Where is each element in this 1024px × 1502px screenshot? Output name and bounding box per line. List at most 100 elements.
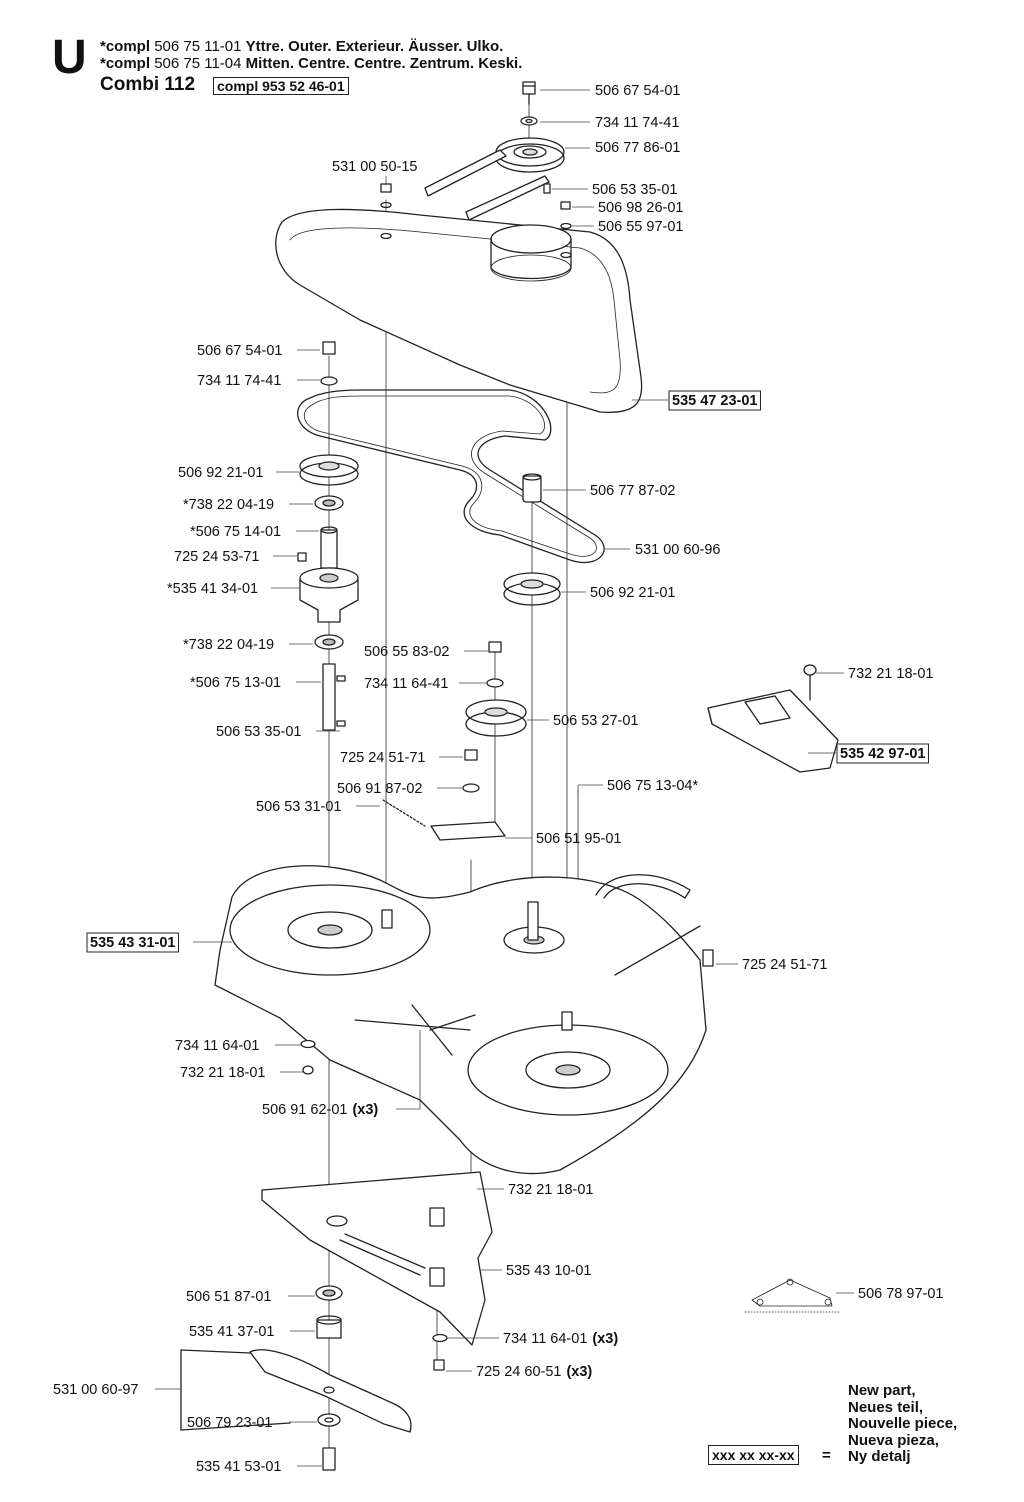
part-label-l40: 506 51 87-01 xyxy=(186,1289,271,1305)
part-label-l24: 506 53 27-01 xyxy=(553,713,638,729)
part-number-labels: 506 67 54-01 734 11 74-41 506 77 86-01 531 … xyxy=(53,83,943,1475)
part-number: *506 75 13-01 xyxy=(190,675,281,691)
part-number: 531 00 50-15 xyxy=(332,159,417,175)
part-label-l41: 535 41 37-01 xyxy=(189,1324,274,1340)
part-number: 506 53 27-01 xyxy=(553,713,638,729)
compl-number-1: 506 75 11-01 xyxy=(154,38,242,55)
part-number: *506 75 14-01 xyxy=(190,524,281,540)
deck-side-fasteners xyxy=(300,925,714,1193)
cutting-blade xyxy=(180,1349,412,1471)
part-label-l33: 725 24 51-71 xyxy=(742,957,827,973)
upper-small-fasteners xyxy=(380,183,572,230)
part-number: 535 43 31-01 xyxy=(90,935,175,951)
part-number: 531 00 60-96 xyxy=(635,542,720,558)
left-spindle-stack xyxy=(297,341,359,731)
new-part-box xyxy=(836,743,929,764)
header-line-1: *compl 506 75 11-01 Yttre. Outer. Exteri… xyxy=(100,38,503,55)
new-part-box xyxy=(86,932,179,953)
legend-line-1: New part, xyxy=(848,1382,916,1399)
part-number: 725 24 51-71 xyxy=(340,750,425,766)
part-number: 535 47 23-01 xyxy=(672,393,757,409)
compl-prefix-2: *compl xyxy=(100,55,151,72)
part-number: 734 11 64-01 xyxy=(503,1331,587,1347)
part-number: 725 24 53-71 xyxy=(174,549,259,565)
part-number: 506 51 95-01 xyxy=(536,831,621,847)
part-number: 732 21 18-01 xyxy=(508,1182,593,1198)
part-label-l35: 732 21 18-01 xyxy=(180,1065,265,1081)
part-label-l11: 506 92 21-01 xyxy=(178,465,263,481)
part-number: 535 41 53-01 xyxy=(196,1459,281,1475)
part-number: 734 11 74-41 xyxy=(197,373,281,389)
part-number: 506 91 87-02 xyxy=(337,781,422,797)
part-label-l42: 734 11 64-01(x3) xyxy=(503,1331,618,1347)
part-label-l5: 506 53 35-01 xyxy=(592,182,677,198)
compl-desc-2: Mitten. Centre. Centre. Zentrum. Keski. xyxy=(245,55,523,72)
part-label-l45: 506 79 23-01 xyxy=(187,1415,272,1431)
lower-spindle-parts xyxy=(315,1285,448,1371)
part-label-l38: 535 43 10-01 xyxy=(506,1263,591,1279)
part-number: 506 53 35-01 xyxy=(216,724,301,740)
idler-pulley-stack xyxy=(382,473,561,841)
part-number: 506 79 23-01 xyxy=(187,1415,272,1431)
blade-mount-plate xyxy=(261,1171,493,1346)
legend-line-4: Nueva pieza, xyxy=(848,1431,939,1449)
quantity-suffix: (x3) xyxy=(352,1102,378,1118)
part-label-l15: 531 00 60-96 xyxy=(635,542,720,558)
part-number: 506 55 83-02 xyxy=(364,644,449,660)
part-label-l30: 506 53 31-01 xyxy=(256,799,341,815)
part-number: 506 55 97-01 xyxy=(598,219,683,235)
legend-line-2: Neues teil, xyxy=(848,1398,924,1416)
right-bracket-assembly xyxy=(707,664,839,773)
part-label-l21: 732 21 18-01 xyxy=(848,666,933,682)
part-label-l23: 734 11 64-41 xyxy=(364,676,448,692)
part-number: 506 53 31-01 xyxy=(256,799,341,815)
part-label-l16: 725 24 53-71 xyxy=(174,549,259,565)
part-number: 725 24 60-51 xyxy=(476,1364,561,1380)
header-line-2: *compl 506 75 11-04 Mitten. Centre. Cent… xyxy=(100,55,522,72)
belt-cover-plate xyxy=(275,208,643,414)
section-letter: U xyxy=(52,31,87,84)
part-number: 506 75 13-04* xyxy=(607,778,698,794)
part-number: 506 77 86-01 xyxy=(595,140,680,156)
legend-line-3: Nouvelle piece, xyxy=(848,1415,958,1432)
part-number: 506 51 87-01 xyxy=(186,1289,271,1305)
model-name: Combi 112 xyxy=(100,74,196,95)
part-label-l29: 506 91 87-02 xyxy=(337,781,422,797)
mower-deck xyxy=(214,865,707,1175)
leader-lines xyxy=(155,89,854,1467)
part-label-l2: 734 11 74-41 xyxy=(595,115,679,131)
part-label-l17: *535 41 34-01 xyxy=(167,581,258,597)
part-label-l18: 506 92 21-01 xyxy=(590,585,675,601)
part-label-l3: 506 77 86-01 xyxy=(595,140,680,156)
compl-prefix-1: *compl xyxy=(100,38,151,55)
new-part-box xyxy=(668,390,761,411)
part-label-l46: 535 41 53-01 xyxy=(196,1459,281,1475)
drive-belt xyxy=(297,389,605,564)
part-label-l32: 535 43 31-01 xyxy=(86,932,179,953)
part-number: 734 11 64-01 xyxy=(175,1038,259,1054)
part-label-l27: 725 24 51-71 xyxy=(340,750,425,766)
part-label-l43: 725 24 60-51(x3) xyxy=(476,1364,592,1380)
part-label-l44: 531 00 60-97 xyxy=(53,1382,138,1398)
compl-number-2: 506 75 11-04 xyxy=(154,55,242,72)
part-number: 506 53 35-01 xyxy=(592,182,677,198)
part-label-l10: 535 47 23-01 xyxy=(668,390,761,411)
part-number: 734 11 64-41 xyxy=(364,676,448,692)
part-label-l8: 506 67 54-01 xyxy=(197,343,282,359)
part-label-l13: *738 22 04-19 xyxy=(183,497,274,513)
part-label-l37: 732 21 18-01 xyxy=(508,1182,593,1198)
part-number: 506 67 54-01 xyxy=(595,83,680,99)
part-number: 506 67 54-01 xyxy=(197,343,282,359)
part-number: 506 78 97-01 xyxy=(858,1286,943,1302)
part-label-l7: 506 55 97-01 xyxy=(598,219,683,235)
part-number: 535 43 10-01 xyxy=(506,1263,591,1279)
part-number: *738 22 04-19 xyxy=(183,497,274,513)
part-label-l19: *738 22 04-19 xyxy=(183,637,274,653)
part-label-l4: 531 00 50-15 xyxy=(332,159,417,175)
legend-new-part-box: xxx xx xx-xx xyxy=(708,1445,799,1465)
part-label-l31: 506 51 95-01 xyxy=(536,831,621,847)
part-number: 734 11 74-41 xyxy=(595,115,679,131)
part-number: 506 98 26-01 xyxy=(598,200,683,216)
part-label-l22: *506 75 13-01 xyxy=(190,675,281,691)
part-number: 732 21 18-01 xyxy=(180,1065,265,1081)
